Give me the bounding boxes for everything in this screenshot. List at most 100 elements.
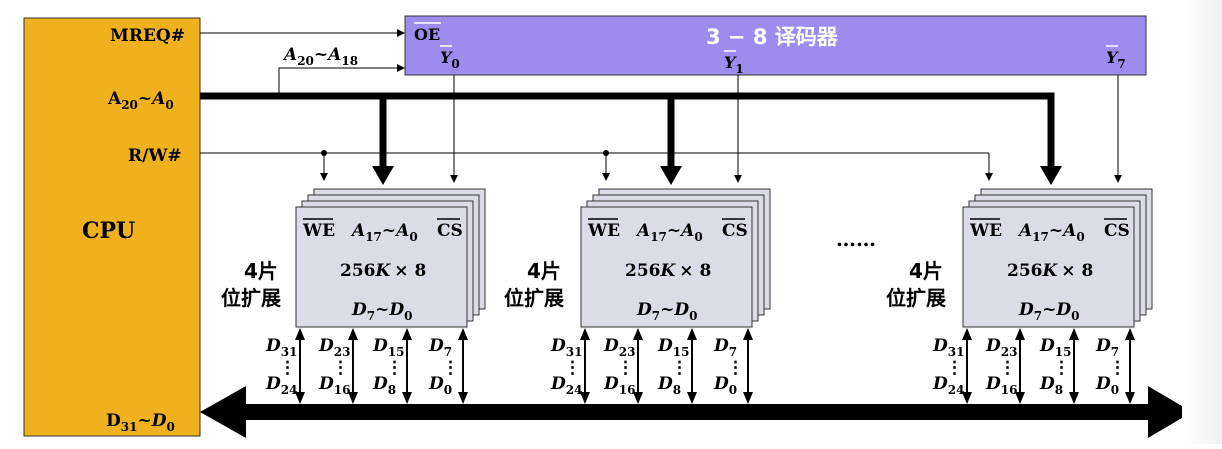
data-line: D15⋮D8: [657, 328, 697, 404]
data-line-vdots: ⋮: [1109, 358, 1126, 378]
cpu-label: CPU: [82, 218, 135, 244]
chip-data-label: D7~D0: [636, 300, 697, 323]
pin-rw-label: R/W#: [128, 146, 182, 166]
chip-data-label: D7~D0: [1018, 300, 1079, 323]
data-line-top-label: D31: [550, 336, 582, 359]
svg-text:D31~D0: D31~D0: [106, 411, 175, 434]
data-line-down-arrow: [962, 392, 972, 404]
pin-mreq-label: MREQ#: [110, 26, 185, 46]
svg-text:A20~A0: A20~A0: [107, 89, 174, 112]
cpu-block: [23, 17, 201, 437]
data-line: D23⋮D16: [318, 328, 358, 404]
data-line-up-arrow: [1069, 328, 1079, 340]
data-line-up-arrow: [743, 328, 753, 340]
data-line: D7⋮D0: [1095, 328, 1135, 404]
data-line-bottom-label: D16: [985, 374, 1017, 397]
chip-cs-label: CS: [1104, 221, 1130, 241]
data-line-down-arrow: [295, 392, 305, 404]
data-line-down-arrow: [743, 392, 753, 404]
data-line: D23⋮D16: [985, 328, 1025, 404]
data-line-down-arrow: [687, 392, 697, 404]
group-label-type: 位扩展: [504, 286, 564, 310]
data-line-up-arrow: [1125, 328, 1135, 340]
pin-address-label: A20~A0: [107, 89, 174, 112]
svg-text:A20~A18: A20~A18: [282, 45, 358, 68]
group-label-count: 4片: [909, 259, 943, 283]
data-line-vdots: ⋮: [999, 358, 1016, 378]
pin-data-label: D31~D0: [106, 411, 175, 434]
data-line-bottom-label: D0: [428, 374, 452, 397]
data-line-vdots: ⋮: [279, 358, 296, 378]
data-line-vdots: ⋮: [386, 358, 403, 378]
data-line-down-arrow: [1069, 392, 1079, 404]
data-line-up-arrow: [962, 328, 972, 340]
chip-we-label: WE: [302, 221, 335, 241]
group-label-type: 位扩展: [221, 286, 281, 310]
data-line: D7⋮D0: [428, 328, 468, 404]
data-line-vdots: ⋮: [442, 358, 459, 378]
data-line-vdots: ⋮: [1053, 358, 1070, 378]
data-line-bottom-label: D8: [372, 374, 396, 397]
rw-taps: [320, 150, 993, 181]
chip-address-label: A17~A0: [350, 221, 418, 244]
data-line: D15⋮D8: [372, 328, 412, 404]
decoder-address-label: A20~A18: [282, 45, 358, 68]
data-line: D15⋮D8: [1039, 328, 1079, 404]
data-line-top-label: D7: [1095, 336, 1119, 359]
data-line-vdots: ⋮: [727, 358, 744, 378]
decoder-y0-label: Y0: [440, 45, 460, 71]
chip-address-label: A17~A0: [1017, 221, 1085, 244]
decoder-oe-label: OE: [414, 22, 441, 44]
data-line-vdots: ⋮: [564, 358, 581, 378]
data-line-top-label: D15: [657, 336, 689, 359]
address-bus-drops: [372, 96, 1062, 185]
data-line-up-arrow: [348, 328, 358, 340]
svg-text:Y0: Y0: [440, 48, 460, 71]
data-line-top-label: D15: [372, 336, 404, 359]
data-line-top-label: D23: [318, 336, 350, 359]
data-line: D31⋮D24: [932, 328, 972, 404]
decoder-block: [404, 15, 1147, 76]
data-line-vdots: ⋮: [617, 358, 634, 378]
data-line-down-arrow: [348, 392, 358, 404]
data-line-top-label: D31: [932, 336, 964, 359]
data-line-bottom-label: D24: [932, 374, 964, 397]
data-line-top-label: D23: [985, 336, 1017, 359]
data-line-vdots: ⋮: [332, 358, 349, 378]
data-line-vdots: ⋮: [946, 358, 963, 378]
data-line-top-label: D23: [603, 336, 635, 359]
data-line-down-arrow: [1125, 392, 1135, 404]
data-line-bottom-label: D0: [1095, 374, 1119, 397]
group-label-count: 4片: [527, 259, 561, 283]
data-line-up-arrow: [402, 328, 412, 340]
data-line: D31⋮D24: [265, 328, 305, 404]
data-line-up-arrow: [458, 328, 468, 340]
decoder-title: 3 − 8 译码器: [706, 25, 839, 49]
memory-chip: [962, 206, 1135, 328]
memory-chip: [295, 206, 468, 328]
decoder-y7-label: Y7: [1106, 45, 1126, 71]
decoder-address-line: [278, 64, 405, 96]
data-line-up-arrow: [580, 328, 590, 340]
chip-capacity: 256K× 8: [1007, 261, 1093, 281]
data-line-down-arrow: [580, 392, 590, 404]
data-line-bottom-label: D16: [318, 374, 350, 397]
data-line: D7⋮D0: [713, 328, 753, 404]
data-line-down-arrow: [458, 392, 468, 404]
chip-cs-label: CS: [437, 221, 463, 241]
data-line: D23⋮D16: [603, 328, 643, 404]
data-line-down-arrow: [1015, 392, 1025, 404]
data-line-up-arrow: [1015, 328, 1025, 340]
data-line-up-arrow: [295, 328, 305, 340]
data-line-up-arrow: [687, 328, 697, 340]
decoder-y1-label: Y1: [724, 50, 744, 76]
data-line-top-label: D7: [713, 336, 737, 359]
data-line-top-label: D7: [428, 336, 452, 359]
data-line-up-arrow: [633, 328, 643, 340]
chip-capacity: 256K× 8: [625, 261, 711, 281]
